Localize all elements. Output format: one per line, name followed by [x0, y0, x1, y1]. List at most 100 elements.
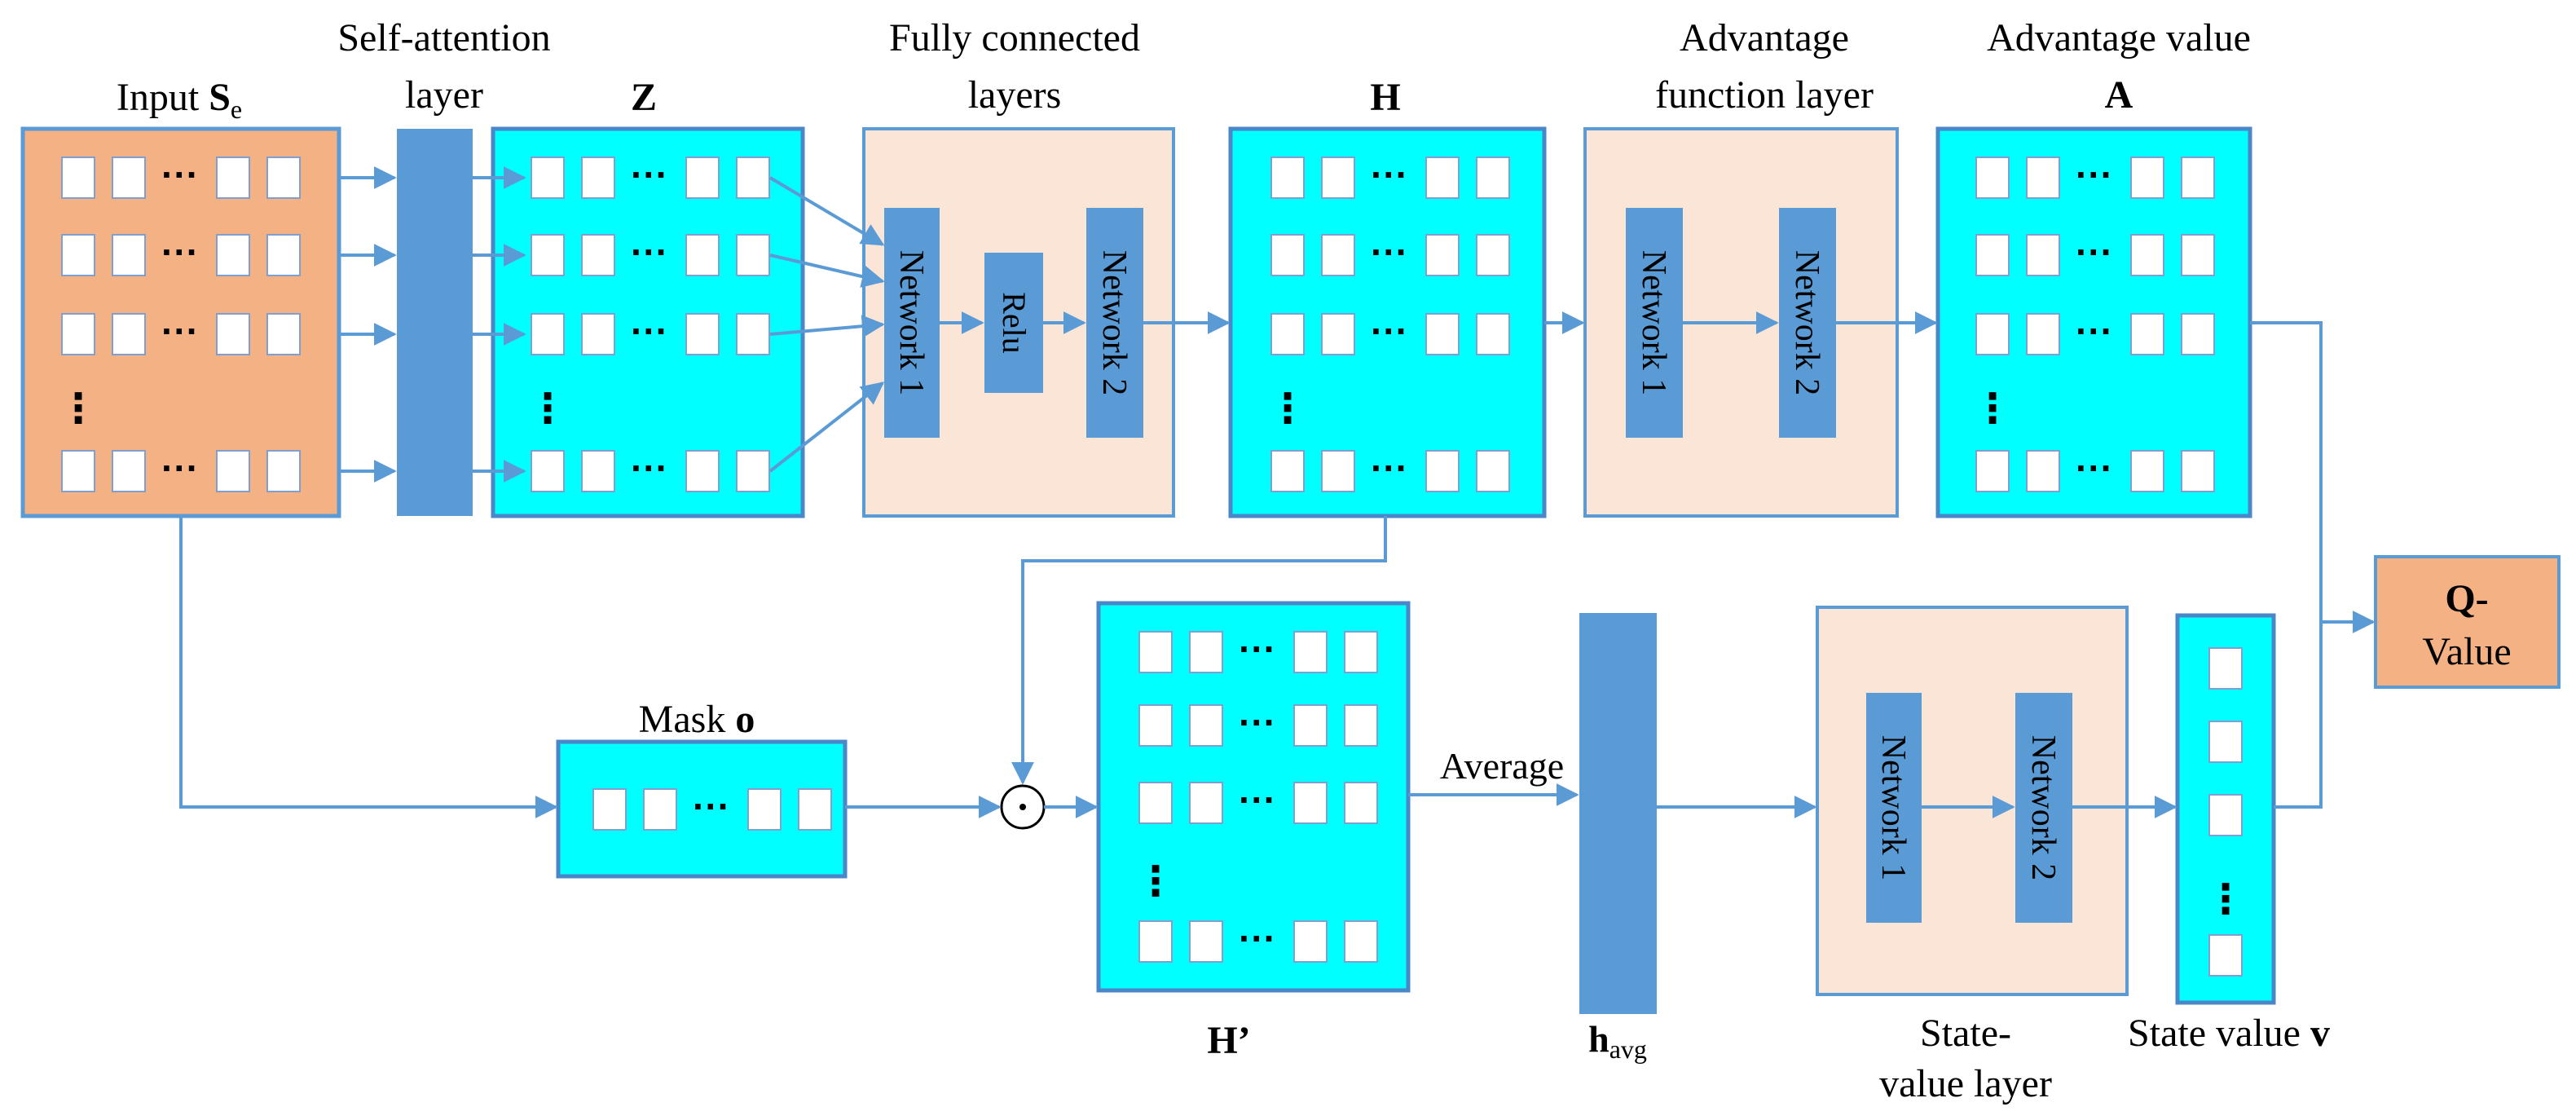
matrix-cell: [1476, 234, 1510, 276]
matrix-cell: [1293, 920, 1328, 963]
state-layer-label-line2: value layer: [1879, 1062, 2052, 1105]
ellipsis-horizontal: ···: [2076, 310, 2113, 352]
fc-network-1: [884, 208, 940, 438]
q-value-label-line2: Value: [2422, 630, 2511, 673]
arrow-a-q: [2250, 321, 2376, 633]
ellipsis-horizontal: ···: [1239, 628, 1276, 670]
ellipsis-horizontal: ···: [161, 447, 199, 489]
matrix-cell: [1189, 704, 1223, 747]
fc-network-2-label: Network 2: [1095, 250, 1133, 395]
ellipsis-horizontal: ···: [631, 153, 668, 196]
mask-label: Mask o: [639, 698, 755, 741]
matrix-cell: [581, 450, 615, 492]
state-value-cell: [2208, 794, 2243, 836]
matrix-cell: [1270, 450, 1305, 492]
adv-func-label-line2: function layer: [1655, 73, 1874, 117]
matrix-cell: [736, 313, 770, 355]
matrix-cell: [1138, 920, 1173, 963]
matrix-cell: [2130, 450, 2164, 492]
a-cells: ·········⋮···: [1972, 153, 2215, 492]
matrix-cell: [2181, 234, 2215, 276]
matrix-cell: [685, 157, 720, 199]
fc-network-1-label: Network 1: [892, 250, 930, 395]
h-prime-cells: ·········⋮···: [1135, 628, 1378, 963]
ellipsis-horizontal: ···: [2076, 153, 2113, 196]
matrix-cell: [685, 234, 720, 276]
matrix-cell: [736, 450, 770, 492]
state-network-2-label: Network 2: [2024, 735, 2062, 880]
matrix-cell: [61, 450, 95, 492]
matrix-cell: [531, 157, 565, 199]
adv-network-2-label: Network 2: [1788, 250, 1825, 395]
matrix-cell: [1321, 450, 1355, 492]
matrix-cell: [1344, 920, 1378, 963]
matrix-cell: [1293, 704, 1328, 747]
average-label: Average: [1440, 745, 1564, 787]
ellipsis-horizontal: ···: [161, 310, 199, 352]
h-label: H: [1370, 76, 1400, 119]
matrix-cell: [1321, 234, 1355, 276]
state-value-cell: [2208, 721, 2243, 763]
matrix-cell: [112, 313, 146, 355]
matrix-cell: [581, 313, 615, 355]
z-cells: ·········⋮···: [527, 153, 770, 492]
ellipsis-horizontal: ···: [1239, 701, 1276, 743]
matrix-cell: [736, 234, 770, 276]
adv-network-1: [1626, 208, 1683, 438]
self-attention-label-line1: Self-attention: [337, 16, 550, 60]
ellipsis-vertical: ⋮: [527, 386, 568, 431]
matrix-cell: [112, 234, 146, 276]
z-label: Z: [631, 76, 657, 119]
adv-network-1-label: Network 1: [1635, 250, 1672, 395]
matrix-cell: [1270, 234, 1305, 276]
matrix-cell: [1476, 157, 1510, 199]
h-cells: ·········⋮···: [1267, 153, 1510, 492]
matrix-cell: [1270, 313, 1305, 355]
ellipsis-horizontal: ···: [1371, 231, 1408, 273]
matrix-cell: [2181, 313, 2215, 355]
matrix-cell: [1189, 631, 1223, 673]
matrix-cell: [61, 157, 95, 199]
matrix-cell: [216, 234, 250, 276]
matrix-cell: [1293, 631, 1328, 673]
state-network-1-label: Network 1: [1874, 735, 1912, 880]
matrix-cell: [1425, 234, 1460, 276]
matrix-cell: [2130, 157, 2164, 199]
mask-cell: [798, 788, 832, 831]
h-prime-label: H’: [1207, 1019, 1250, 1062]
ellipsis-horizontal: ···: [631, 310, 668, 352]
arrow-z-net1-2: [769, 254, 885, 288]
matrix-cell: [266, 234, 301, 276]
ellipsis-horizontal: ···: [2076, 447, 2113, 489]
matrix-cell: [216, 313, 250, 355]
matrix-cell: [1975, 450, 2010, 492]
ellipsis-horizontal: ···: [631, 231, 668, 273]
matrix-cell: [1476, 313, 1510, 355]
fc-network-2: [1086, 208, 1143, 438]
matrix-cell: [1425, 450, 1460, 492]
adv-value-label-line1: Advantage value: [1987, 16, 2251, 60]
matrix-cell: [1138, 631, 1173, 673]
fc-label-line1: Fully connected: [889, 16, 1140, 60]
q-value-box: [2374, 555, 2561, 689]
matrix-cell: [1425, 157, 1460, 199]
matrix-cell: [531, 313, 565, 355]
self-attention-bar: [397, 129, 473, 516]
arrow-h-hadamard: [1011, 516, 1387, 785]
matrix-cell: [112, 450, 146, 492]
relu-box: [984, 253, 1043, 393]
matrix-cell: [266, 313, 301, 355]
matrix-cell: [531, 450, 565, 492]
mask-cell: [643, 788, 677, 831]
ellipsis-vertical: ⋮: [2205, 876, 2246, 922]
arrow-z-net1-4: [768, 381, 885, 473]
matrix-cell: [1975, 234, 2010, 276]
ellipsis-horizontal: ···: [693, 785, 730, 827]
relu-label: Relu: [996, 292, 1033, 354]
self-attention-label-line2: layer: [405, 73, 483, 117]
ellipsis-vertical: ⋮: [1135, 858, 1176, 904]
matrix-cell: [1344, 782, 1378, 824]
arrow-z-net1-3: [769, 315, 885, 338]
ellipsis-vertical: ⋮: [58, 386, 99, 431]
